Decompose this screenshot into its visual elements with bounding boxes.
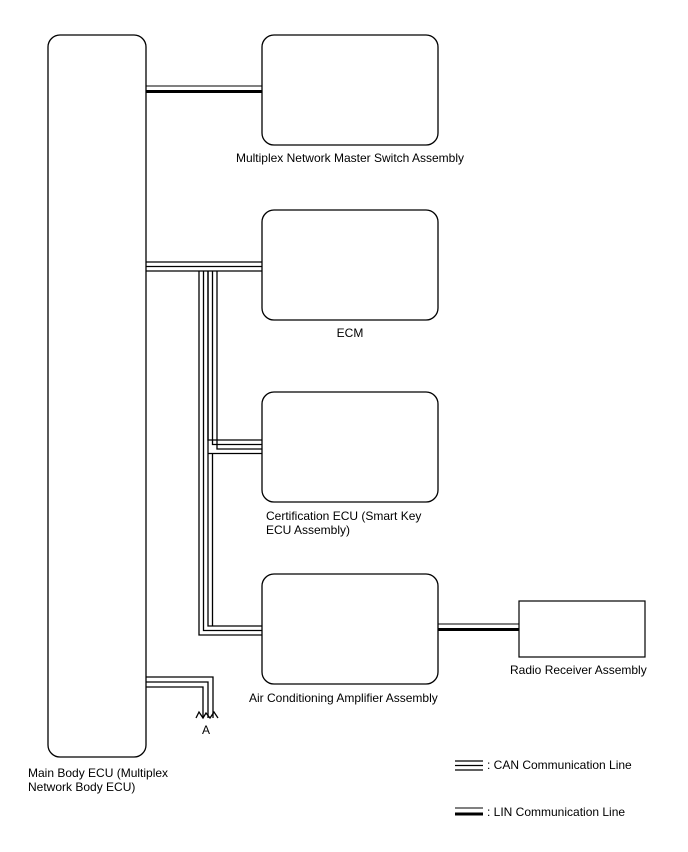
ac-amplifier-label: Air Conditioning Amplifier Assembly <box>249 691 438 705</box>
main-body-ecu-label-line1: Main Body ECU (Multiplex <box>28 766 169 780</box>
lin-legend-symbol <box>455 807 483 816</box>
master-switch-box <box>261 34 439 146</box>
can-bus-lines <box>146 261 262 636</box>
certification-ecu-box <box>261 391 439 503</box>
master-switch-communication-line <box>146 85 262 93</box>
ecm-box <box>261 209 439 321</box>
can-legend-symbol <box>455 760 483 771</box>
connector-a-line <box>146 676 219 720</box>
certification-ecu-label-line2: ECU Assembly) <box>266 523 351 537</box>
main-body-ecu-label-line2: Network Body ECU) <box>28 780 136 794</box>
ac-amplifier-box <box>261 573 439 685</box>
can-legend-label: : CAN Communication Line <box>487 758 632 772</box>
lin-legend-label: : LIN Communication Line <box>487 805 626 819</box>
radio-receiver-box <box>518 600 646 658</box>
radio-receiver-label: Radio Receiver Assembly <box>510 663 647 677</box>
certification-ecu-label-line1: Certification ECU (Smart Key <box>266 509 422 523</box>
main-body-ecu-box <box>47 34 147 758</box>
master-switch-label: Multiplex Network Master Switch Assembly <box>235 151 465 165</box>
connector-a-label: A <box>202 723 211 737</box>
radio-receiver-lin-line <box>438 623 519 631</box>
ecm-label: ECM <box>336 326 364 340</box>
